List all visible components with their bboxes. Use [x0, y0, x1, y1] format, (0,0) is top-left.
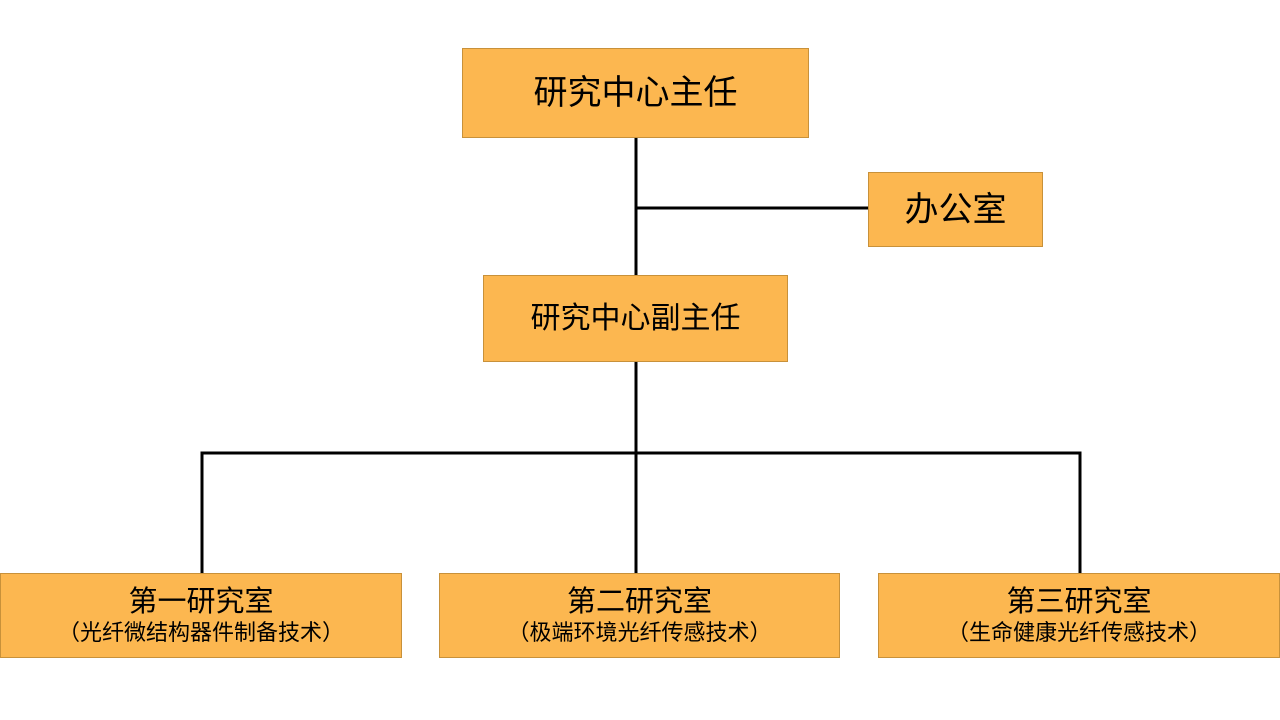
- node-lab3: 第三研究室 （生命健康光纤传感技术）: [878, 573, 1280, 658]
- node-office: 办公室: [868, 172, 1043, 247]
- node-deputy-label: 研究中心副主任: [530, 300, 741, 336]
- node-lab3-label: 第三研究室: [1006, 583, 1152, 618]
- node-lab1: 第一研究室 （光纤微结构器件制备技术）: [0, 573, 402, 658]
- node-lab1-label: 第一研究室: [128, 583, 274, 618]
- node-director: 研究中心主任: [462, 48, 809, 138]
- node-lab2-subtitle: （极端环境光纤传感技术）: [507, 620, 772, 646]
- node-lab2-label: 第二研究室: [566, 583, 712, 618]
- node-lab1-subtitle: （光纤微结构器件制备技术）: [57, 620, 344, 646]
- node-deputy: 研究中心副主任: [483, 275, 788, 362]
- node-office-label: 办公室: [904, 189, 1007, 230]
- node-lab2: 第二研究室 （极端环境光纤传感技术）: [439, 573, 840, 658]
- node-director-label: 研究中心主任: [533, 73, 738, 113]
- node-lab3-subtitle: （生命健康光纤传感技术）: [946, 620, 1211, 646]
